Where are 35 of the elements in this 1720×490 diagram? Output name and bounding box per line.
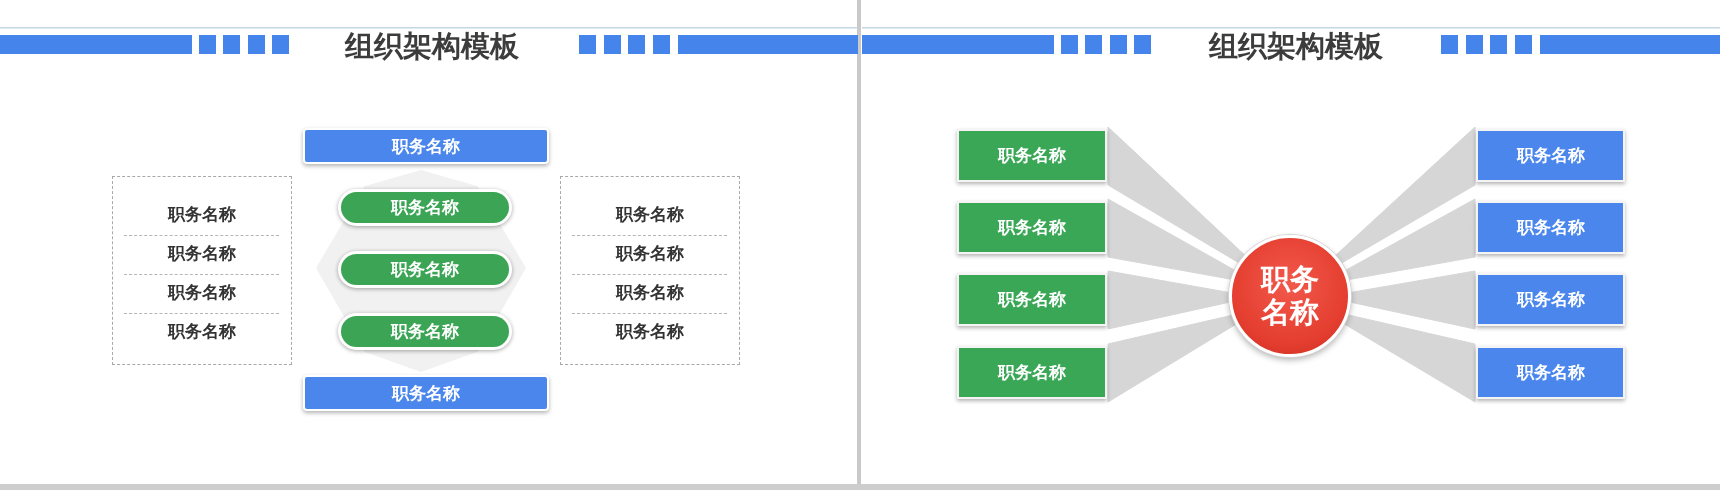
position-box: 职务名称 bbox=[957, 201, 1107, 254]
position-label: 职务名称 bbox=[168, 282, 236, 304]
ray-connector bbox=[1344, 198, 1476, 281]
slide-title: 组织架构模板 bbox=[1209, 30, 1383, 62]
octagon-backdrop bbox=[316, 170, 526, 372]
position-pill: 职务名称 bbox=[338, 313, 512, 350]
dashed-list-box bbox=[112, 176, 292, 365]
position-label: 职务名称 bbox=[616, 243, 684, 265]
position-box: 职务名称 bbox=[303, 375, 549, 411]
position-label: 职务名称 bbox=[168, 321, 236, 343]
position-label: 职务名称 bbox=[616, 321, 684, 343]
position-box: 职务名称 bbox=[957, 346, 1107, 399]
ray-connector bbox=[1343, 314, 1476, 403]
position-box: 职务名称 bbox=[1476, 346, 1625, 399]
position-box: 职务名称 bbox=[957, 129, 1107, 182]
position-box: 职务名称 bbox=[1476, 201, 1625, 254]
position-box: 职务名称 bbox=[1476, 273, 1625, 326]
position-box: 职务名称 bbox=[303, 128, 549, 164]
ray-connector bbox=[1107, 198, 1236, 280]
ray-connector bbox=[1107, 270, 1230, 330]
position-label: 职务名称 bbox=[168, 243, 236, 265]
dashed-list-box bbox=[560, 176, 740, 365]
position-label: 职务名称 bbox=[616, 204, 684, 226]
position-pill: 职务名称 bbox=[338, 251, 512, 288]
ray-connector bbox=[1107, 314, 1237, 403]
position-box: 职务名称 bbox=[957, 273, 1107, 326]
ray-connector bbox=[1107, 126, 1246, 264]
ray-connector bbox=[1350, 270, 1476, 330]
position-label: 职务名称 bbox=[616, 282, 684, 304]
position-box: 职务名称 bbox=[1476, 129, 1625, 182]
center-circle: 职务名称 bbox=[1229, 235, 1351, 357]
position-pill: 职务名称 bbox=[338, 189, 512, 226]
ray-connector bbox=[1335, 126, 1476, 264]
slide-title: 组织架构模板 bbox=[345, 30, 519, 62]
position-label: 职务名称 bbox=[168, 204, 236, 226]
